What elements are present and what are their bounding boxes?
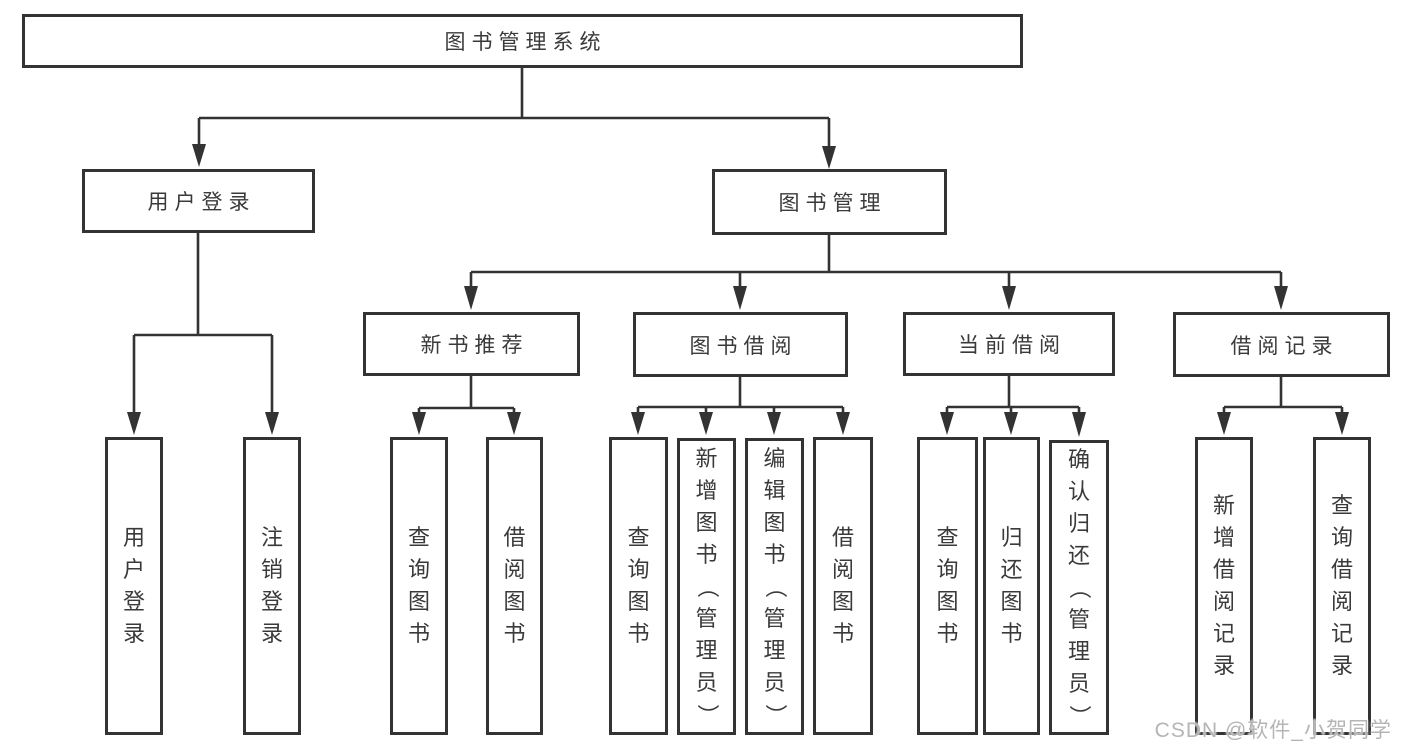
leaf-current-return: 归还图书 xyxy=(983,437,1040,735)
node-label: 借阅图书 xyxy=(503,525,526,646)
connector-root-to-level2 xyxy=(197,68,831,148)
node-label: 图书管理系统 xyxy=(444,31,607,54)
arrowhead-leaf-logout xyxy=(265,412,279,435)
node-label: 查询图书 xyxy=(627,525,650,646)
leaf-user-login: 用户登录 xyxy=(105,437,163,735)
csdn-watermark: CSDN @软件_小贺同学 xyxy=(1154,719,1392,742)
arrowhead-newbooks-query xyxy=(412,412,426,435)
node-label: 图书管理 xyxy=(778,192,887,215)
arrowhead-current-borrow xyxy=(1002,286,1016,310)
node-label: 确认归还（管理员） xyxy=(1067,446,1092,727)
node-label: 新书推荐 xyxy=(420,334,529,357)
leaf-newbooks-query: 查询图书 xyxy=(390,437,448,735)
node-current-borrow: 当前借阅 xyxy=(903,312,1115,376)
connector-book-mgmt-children xyxy=(469,235,1283,289)
node-label: 图书借阅 xyxy=(689,334,798,358)
node-library-system: 图书管理系统 xyxy=(22,14,1023,68)
arrowhead-current-return xyxy=(1004,412,1018,435)
arrowhead-user-login xyxy=(192,144,206,167)
arrowhead-newbooks-borrow xyxy=(507,412,521,435)
arrowhead-records-add xyxy=(1217,412,1231,435)
leaf-current-query: 查询图书 xyxy=(917,437,978,735)
leaf-borrow-edit-admin: 编辑图书（管理员） xyxy=(745,438,804,735)
leaf-records-query: 查询借阅记录 xyxy=(1313,437,1371,735)
node-label: 借阅图书 xyxy=(832,525,855,646)
arrowhead-records-query xyxy=(1335,412,1349,435)
node-label: 归还图书 xyxy=(1000,525,1023,646)
leaf-borrow-add-admin: 新增图书（管理员） xyxy=(677,438,736,735)
leaf-borrow-query: 查询图书 xyxy=(609,437,668,735)
node-label: 查询图书 xyxy=(936,525,959,646)
node-borrow-records: 借阅记录 xyxy=(1173,312,1390,377)
node-label: 新增借阅记录 xyxy=(1213,493,1236,678)
arrowhead-borrow-borrow xyxy=(836,412,850,435)
arrowhead-book-borrow xyxy=(733,286,747,310)
connector-user-login-children xyxy=(132,233,274,415)
arrowhead-book-mgmt xyxy=(822,146,836,169)
node-book-mgmt: 图书管理 xyxy=(712,169,947,235)
arrowhead-new-books xyxy=(464,286,478,310)
node-label: 借阅记录 xyxy=(1230,334,1339,358)
arrowhead-borrow-edit xyxy=(767,412,781,435)
leaf-borrow-borrow: 借阅图书 xyxy=(813,437,873,735)
node-label: 编辑图书（管理员） xyxy=(762,445,788,726)
node-label: 用户登录 xyxy=(123,525,146,646)
arrowhead-current-confirm xyxy=(1072,412,1086,437)
connector-book-borrow-children xyxy=(636,377,845,415)
node-label: 用户登录 xyxy=(147,191,256,214)
connector-new-books-children xyxy=(417,376,516,415)
node-label: 当前借阅 xyxy=(958,334,1066,357)
connector-current-borrow-children xyxy=(945,376,1081,415)
node-new-books: 新书推荐 xyxy=(363,312,580,376)
node-label: 查询借阅记录 xyxy=(1331,493,1354,678)
arrowhead-borrow-add xyxy=(699,412,713,435)
leaf-logout: 注销登录 xyxy=(243,437,301,735)
node-label: 注销登录 xyxy=(261,525,284,646)
leaf-records-add: 新增借阅记录 xyxy=(1195,437,1253,735)
leaf-current-confirm-admin: 确认归还（管理员） xyxy=(1049,440,1109,735)
node-user-login: 用户登录 xyxy=(82,169,315,233)
leaf-newbooks-borrow: 借阅图书 xyxy=(486,437,543,735)
arrowhead-leaf-login xyxy=(127,412,141,435)
arrowhead-current-query xyxy=(940,412,954,435)
node-book-borrow: 图书借阅 xyxy=(633,312,848,377)
arrowhead-borrow-records xyxy=(1274,286,1288,310)
node-label: 新增图书（管理员） xyxy=(694,445,720,726)
connector-borrow-records-children xyxy=(1222,377,1344,415)
arrowhead-borrow-query xyxy=(631,412,645,435)
node-label: 查询图书 xyxy=(408,525,431,646)
